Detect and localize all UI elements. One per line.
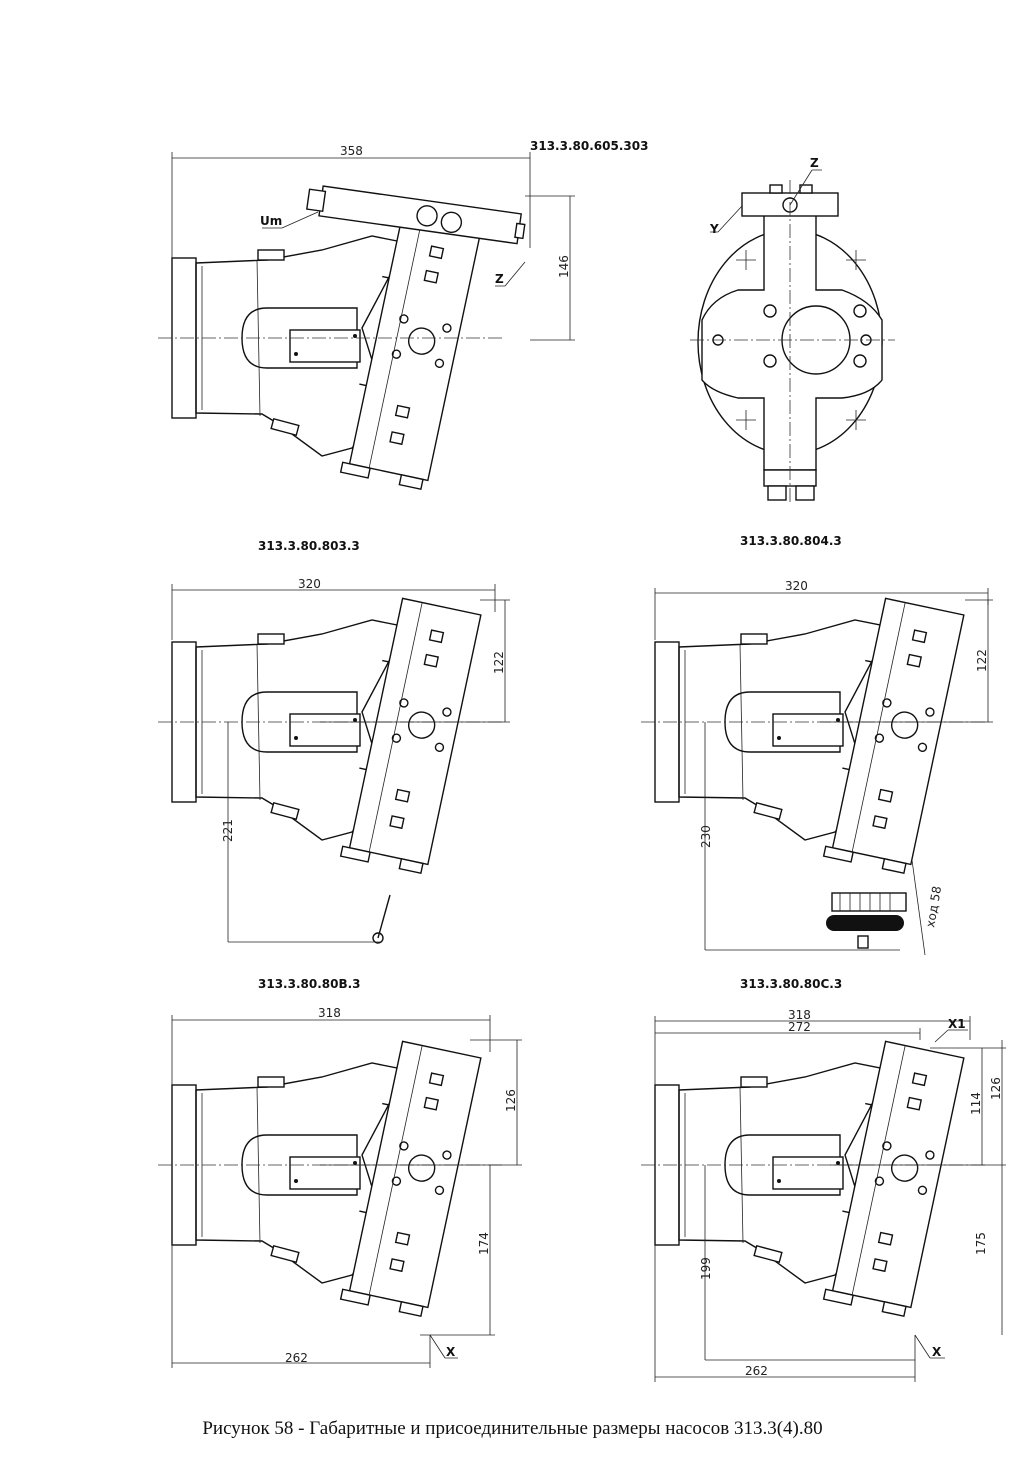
label-y: Y [709, 222, 719, 236]
dim-126-b: 126 [989, 1077, 1003, 1100]
dim-122-a: 122 [492, 651, 506, 674]
label-x-a: X [446, 1345, 456, 1359]
dim-320-b: 320 [785, 579, 808, 593]
dim-stroke-58: ход 58 [923, 885, 944, 929]
title-803: 313.3.80.803.3 [258, 539, 360, 553]
dim-230: 230 [699, 825, 713, 848]
dim-122-b: 122 [975, 649, 989, 672]
dim-272: 272 [788, 1020, 811, 1034]
title-80b: 313.3.80.80B.3 [258, 977, 361, 991]
label-um: Um [260, 214, 282, 228]
top-title-605: 313.3.80.605.303 [530, 139, 648, 153]
dim-174: 174 [477, 1232, 491, 1255]
dim-262-a: 262 [285, 1351, 308, 1365]
view-side-80b: 318 126 174 262 X [157, 1006, 522, 1368]
title-804: 313.3.80.804.3 [740, 534, 842, 548]
view-side-803: 320 122 221 [157, 577, 510, 944]
view-side-605: 358 146 313.3.80.605.303 Um Z [157, 139, 648, 491]
label-z-side: Z [495, 272, 504, 286]
dim-358: 358 [340, 144, 363, 158]
dim-114: 114 [969, 1092, 983, 1115]
label-x-b: X [932, 1345, 942, 1359]
dim-320-a: 320 [298, 577, 321, 591]
label-x1: X1 [948, 1017, 966, 1031]
view-front: Z Y [690, 156, 895, 505]
figure-caption: Рисунок 58 - Габаритные и присоединитель… [202, 1418, 823, 1439]
dim-318-b: 318 [788, 1008, 811, 1022]
dim-146: 146 [557, 255, 571, 278]
dim-175: 175 [974, 1232, 988, 1255]
dim-318-a: 318 [318, 1006, 341, 1020]
view-side-804: 320 122 230 ход 58 [640, 579, 993, 956]
dim-199: 199 [699, 1257, 713, 1280]
dim-262-b: 262 [745, 1364, 768, 1378]
view-side-80c: 318 272 114 126 175 199 262 X1 X [640, 1008, 1006, 1382]
label-z-front: Z [810, 156, 819, 170]
dim-126-a: 126 [504, 1089, 518, 1112]
dim-221: 221 [221, 819, 235, 842]
title-80c: 313.3.80.80C.3 [740, 977, 842, 991]
